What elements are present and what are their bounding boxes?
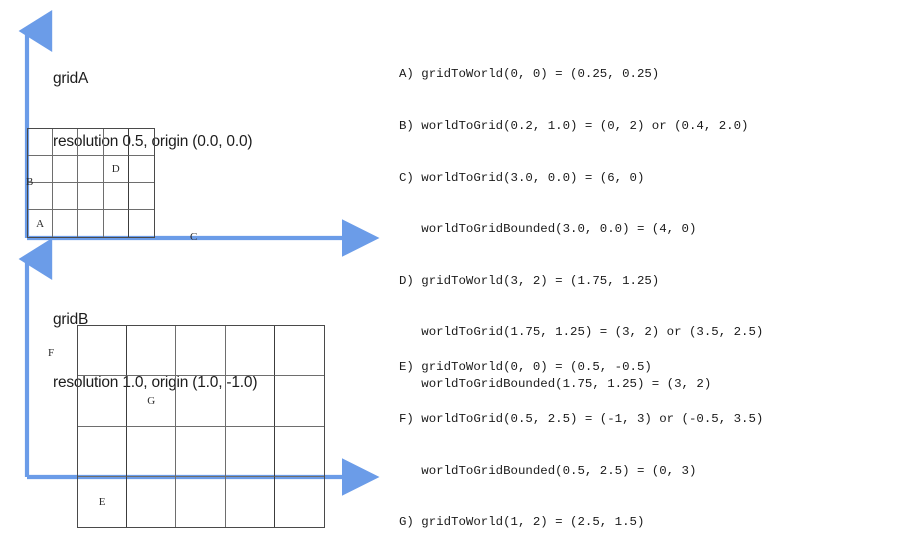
- gridB-cell-r1c1[interactable]: G: [127, 376, 177, 427]
- gridA-cell-r2c3[interactable]: [103, 183, 129, 210]
- gridA-cell-r2c4[interactable]: [128, 183, 154, 210]
- gridA-cell-r1c2[interactable]: [78, 156, 104, 183]
- gridA-cell-r3c1[interactable]: [53, 210, 79, 237]
- gridB-cell-r3c0[interactable]: E: [78, 476, 128, 527]
- gridB-grid[interactable]: G E: [77, 325, 325, 528]
- gridA-cell-r0c0[interactable]: [28, 129, 54, 156]
- gridA-cell-r2c2[interactable]: [78, 183, 104, 210]
- gridB-cell-r2c2[interactable]: [176, 426, 226, 477]
- gridA-name: gridA: [53, 70, 89, 87]
- gridA-label-D: D: [111, 163, 120, 175]
- gridB-cell-r3c3[interactable]: [226, 476, 275, 527]
- gridB-cell-r2c4[interactable]: [274, 427, 324, 477]
- gridA-grid[interactable]: D A: [27, 128, 155, 238]
- gridA-label-C: C: [190, 231, 198, 243]
- gridB-cell-r1c3[interactable]: [225, 376, 275, 427]
- gridA-cell-r1c3[interactable]: D: [103, 156, 129, 183]
- gridA-cell-r1c1[interactable]: [53, 156, 79, 183]
- gridB-cell-r0c2[interactable]: [176, 326, 226, 377]
- gridA-cell-r0c1[interactable]: [53, 129, 79, 156]
- gridB-title: gridB resolution 1.0, origin (1.0, -1.0): [53, 267, 257, 435]
- gridA-cell-r3c2[interactable]: [78, 210, 104, 237]
- annotation-line-C: C) worldToGrid(3.0, 0.0) = (6, 0): [399, 170, 645, 185]
- gridB-cell-r0c3[interactable]: [225, 326, 275, 377]
- annotation-line-D-bounded: worldToGridBounded(1.75, 1.25) = (3, 2): [399, 377, 712, 392]
- gridB-cell-r0c1[interactable]: [127, 326, 177, 377]
- gridA-cell-r0c2[interactable]: [78, 129, 104, 156]
- gridA-cell-r1c0[interactable]: [28, 156, 54, 183]
- annotation-line-G: G) gridToWorld(1, 2) = (2.5, 1.5): [399, 515, 645, 530]
- gridA-cell-r2c1[interactable]: [53, 183, 79, 210]
- gridB-label-F: F: [48, 347, 55, 359]
- gridB-label-G: G: [147, 394, 156, 407]
- annotation-line-B: B) worldToGrid(0.2, 1.0) = (0, 2) or (0.…: [399, 119, 749, 134]
- annotation-line-C-bounded: worldToGridBounded(3.0, 0.0) = (4, 0): [399, 222, 697, 237]
- gridB-cell-r1c0[interactable]: [78, 376, 128, 427]
- gridA-cell-r3c4[interactable]: [129, 210, 154, 237]
- gridB-cell-r2c0[interactable]: [78, 426, 128, 477]
- gridB-name: gridB: [53, 311, 89, 328]
- annotations-bottom-block: E) gridToWorld(0, 0) = (0.5, -0.5) F) wo…: [399, 325, 763, 540]
- gridA-label-A: A: [36, 217, 45, 230]
- annotations-top-block: A) gridToWorld(0, 0) = (0.25, 0.25) B) w…: [399, 32, 763, 428]
- gridA-cell-r0c3[interactable]: [103, 129, 129, 156]
- gridB-cell-r3c4[interactable]: [275, 477, 324, 527]
- gridB-cell-r1c4[interactable]: [274, 376, 324, 427]
- annotation-line-F-bounded: worldToGridBounded(0.5, 2.5) = (0, 3): [399, 463, 697, 478]
- gridA-title: gridA resolution 0.5, origin (0.0, 0.0): [53, 26, 253, 194]
- gridB-cell-r0c0[interactable]: [78, 326, 128, 377]
- gridB-cell-r2c1[interactable]: [127, 426, 177, 477]
- annotation-line-D: D) gridToWorld(3, 2) = (1.75, 1.25): [399, 273, 660, 288]
- gridA-label-B: B: [26, 176, 34, 188]
- gridB-cell-r1c2[interactable]: [176, 376, 226, 427]
- annotation-line-F: F) worldToGrid(0.5, 2.5) = (-1, 3) or (-…: [399, 412, 764, 427]
- gridA-cell-r3c0[interactable]: A: [28, 210, 54, 237]
- annotation-line-E: E) gridToWorld(0, 0) = (0.5, -0.5): [399, 360, 652, 375]
- annotation-line-D-worldtogrid: worldToGrid(1.75, 1.25) = (3, 2) or (3.5…: [399, 325, 764, 340]
- gridB-cell-r2c3[interactable]: [225, 426, 275, 477]
- gridA-resolution-origin: resolution 0.5, origin (0.0, 0.0): [53, 133, 253, 150]
- gridB-cell-r3c1[interactable]: [127, 476, 177, 527]
- gridB-cell-r3c2[interactable]: [176, 476, 226, 527]
- gridA-cell-r1c4[interactable]: [128, 156, 154, 183]
- annotation-line-A: A) gridToWorld(0, 0) = (0.25, 0.25): [399, 67, 660, 82]
- gridB-label-E: E: [98, 495, 106, 508]
- gridA-cell-r2c0[interactable]: [28, 183, 54, 210]
- gridB-resolution-origin: resolution 1.0, origin (1.0, -1.0): [53, 374, 258, 391]
- gridA-cell-r3c3[interactable]: [104, 210, 129, 237]
- gridB-cell-r0c4[interactable]: [274, 326, 324, 377]
- gridA-cell-r0c4[interactable]: [128, 129, 154, 156]
